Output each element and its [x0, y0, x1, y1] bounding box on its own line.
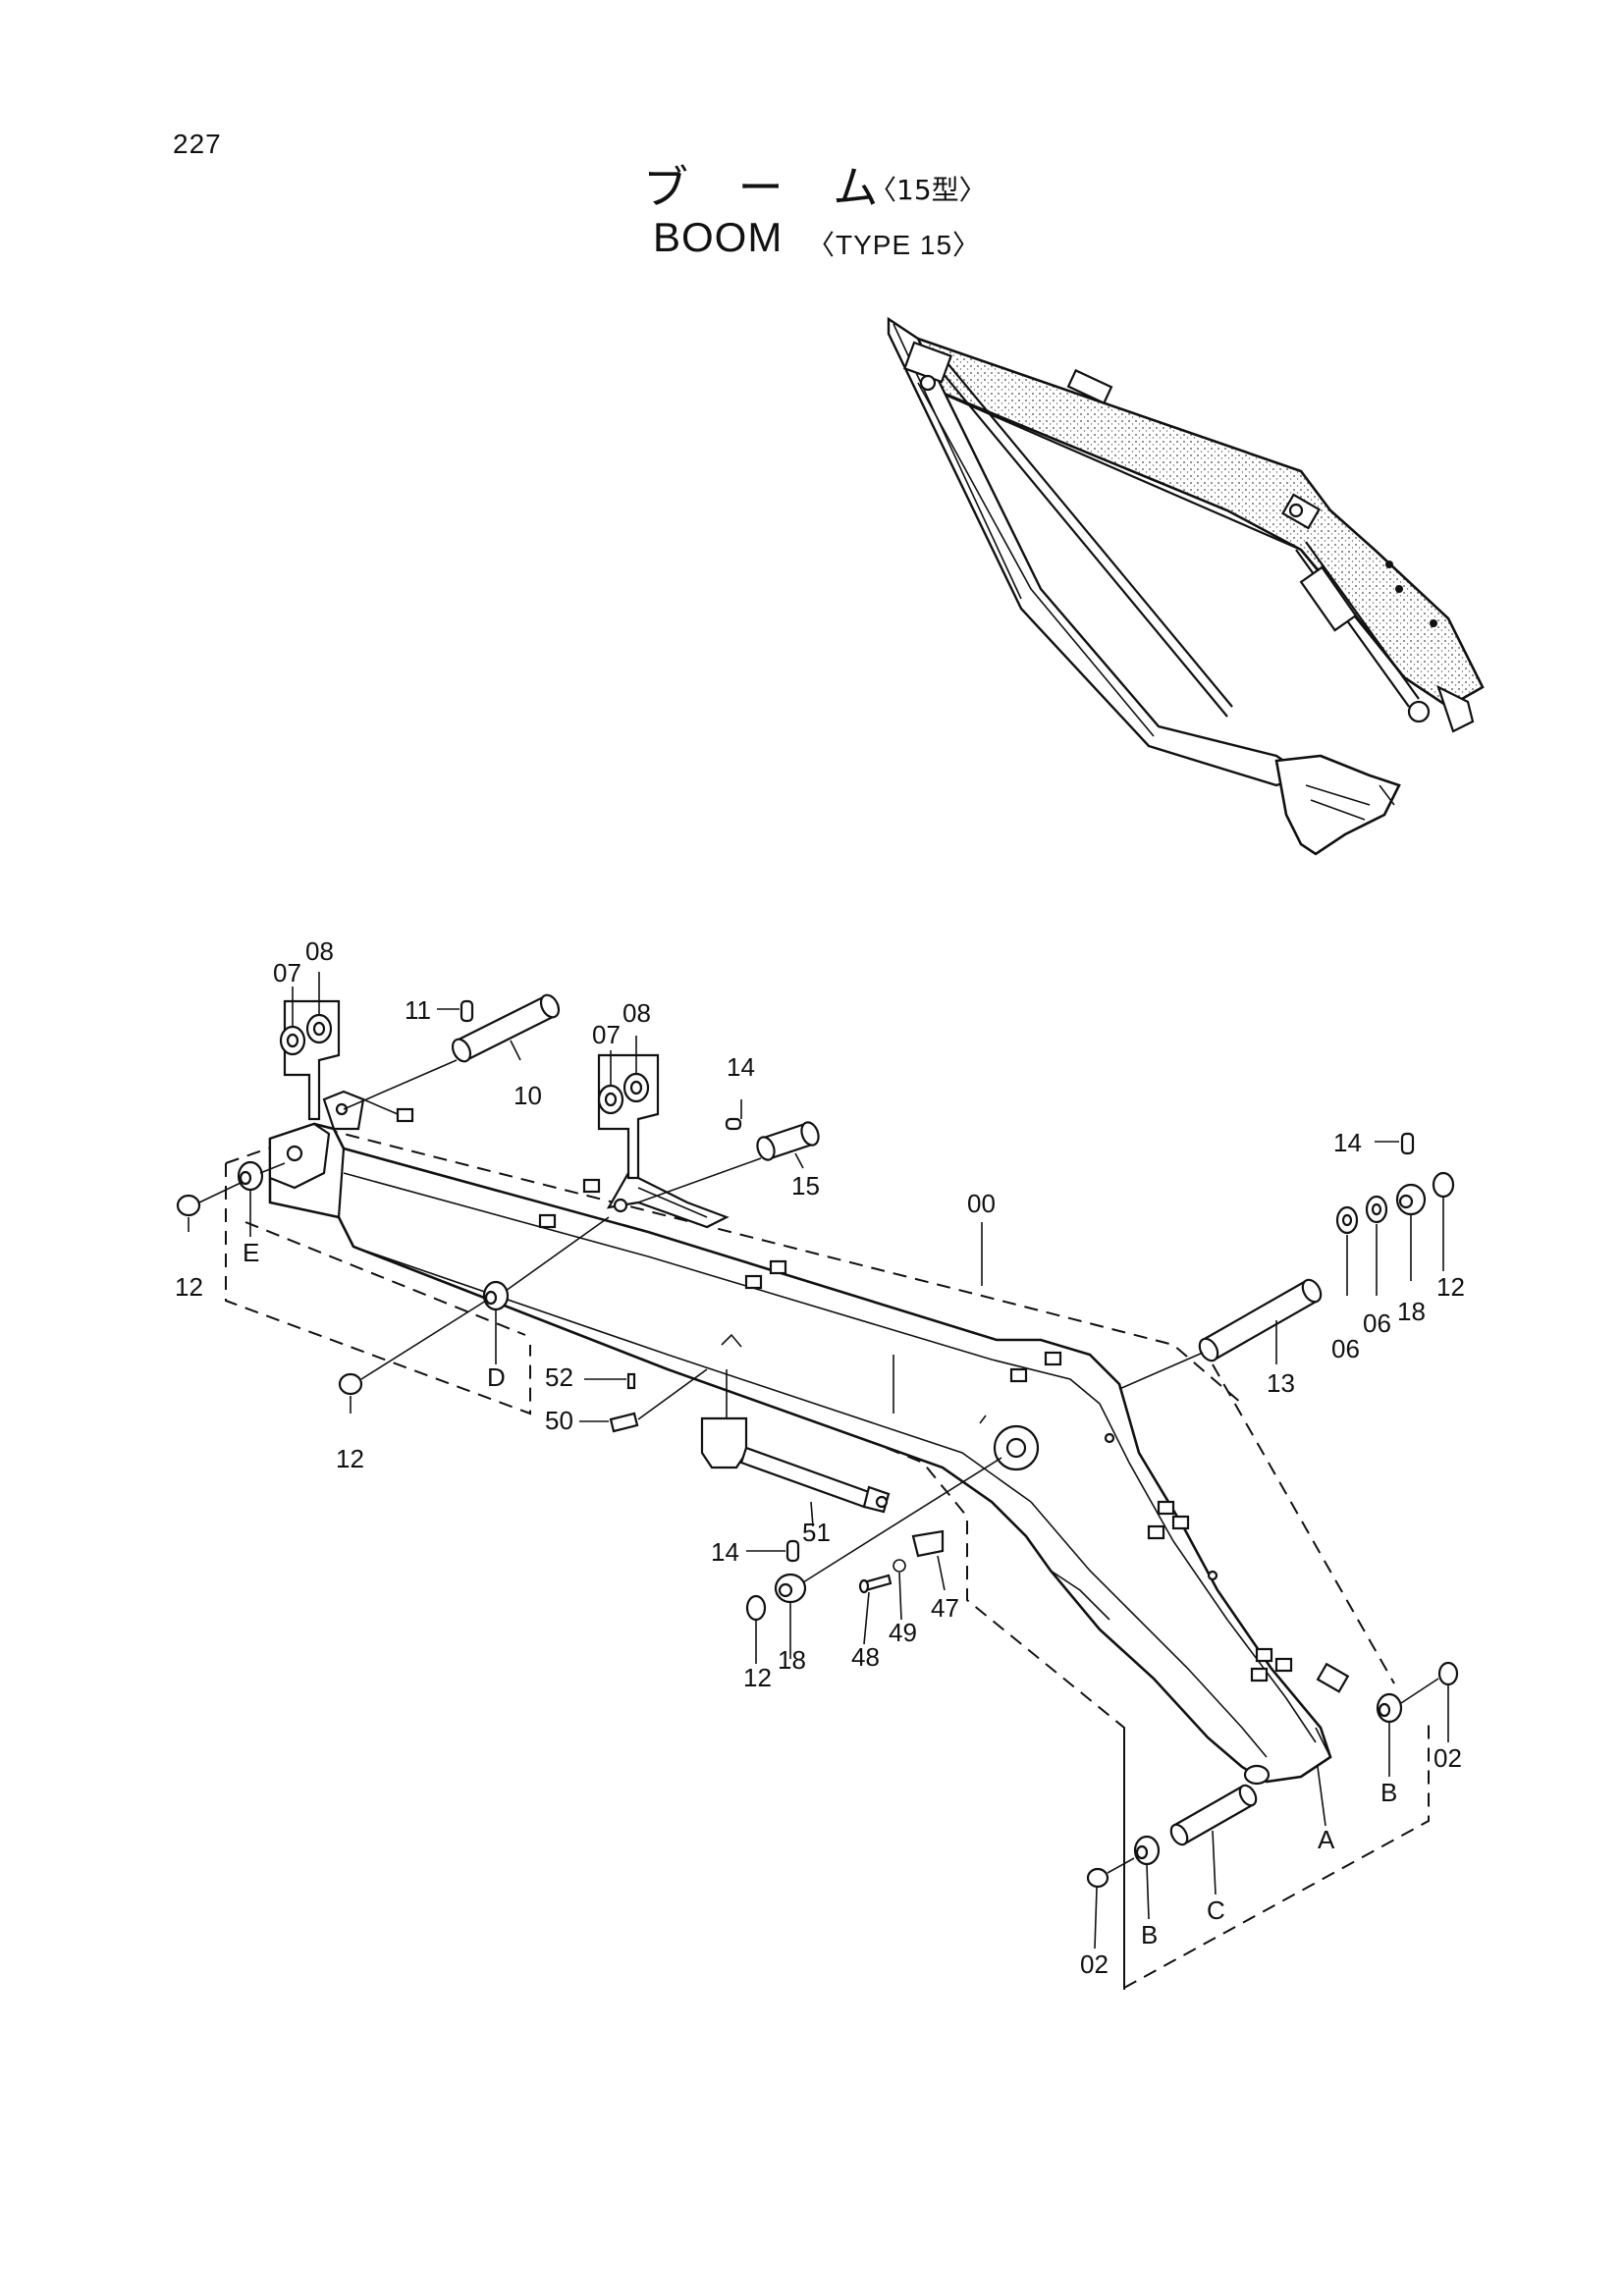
callout-49: 49 — [889, 1618, 917, 1647]
title-english-type: 〈TYPE 15〉 — [807, 230, 982, 260]
callout-12-lower: 12 — [743, 1663, 772, 1692]
title-japanese-type: 〈15型〉 — [869, 174, 987, 206]
callout-18-right: 18 — [1397, 1297, 1426, 1326]
callout-07-left: 07 — [273, 958, 301, 988]
callout-02-lower: 02 — [1080, 1949, 1109, 1979]
callout-12-left: 12 — [175, 1272, 203, 1302]
callout-14-upper: 14 — [727, 1052, 755, 1082]
callout-00: 00 — [967, 1189, 996, 1218]
callout-A: A — [1318, 1825, 1335, 1854]
callout-07-middle: 07 — [592, 1020, 621, 1049]
callout-leaders — [188, 972, 1449, 1949]
callout-12-lower-left: 12 — [336, 1444, 364, 1473]
callout-E: E — [243, 1238, 259, 1267]
callout-02-right: 02 — [1434, 1743, 1462, 1773]
callout-18-lower: 18 — [778, 1645, 806, 1675]
callout-15: 15 — [791, 1171, 820, 1201]
callout-47: 47 — [931, 1593, 959, 1623]
callout-52: 52 — [545, 1362, 573, 1392]
callout-14-lower: 14 — [711, 1537, 739, 1567]
callout-12-right: 12 — [1436, 1272, 1465, 1302]
callout-C: C — [1207, 1896, 1225, 1925]
callout-06-a: 06 — [1331, 1334, 1360, 1363]
title-english: BOOM — [653, 214, 784, 260]
callout-B-right: B — [1380, 1778, 1397, 1807]
callout-08-middle: 08 — [622, 998, 651, 1028]
callout-11: 11 — [405, 995, 431, 1025]
callout-48: 48 — [851, 1642, 880, 1672]
callout-50: 50 — [545, 1406, 573, 1435]
callout-14-right: 14 — [1333, 1128, 1362, 1157]
callout-13: 13 — [1267, 1368, 1295, 1398]
callout-06-b: 06 — [1363, 1308, 1391, 1338]
page-number: 227 — [173, 129, 222, 159]
title-japanese: ブ ー ム — [643, 161, 896, 214]
boom-assembly — [176, 993, 1459, 1993]
callout-51: 51 — [802, 1518, 831, 1547]
callout-B-lower: B — [1141, 1920, 1158, 1949]
callout-08-left: 08 — [305, 936, 334, 966]
callout-labels: 07 08 11 10 07 08 14 15 00 14 12 E 06 06… — [175, 936, 1465, 1979]
callout-10: 10 — [514, 1081, 542, 1110]
overview-excavator-arm-illustration — [887, 316, 1485, 856]
callout-D: D — [487, 1362, 506, 1392]
